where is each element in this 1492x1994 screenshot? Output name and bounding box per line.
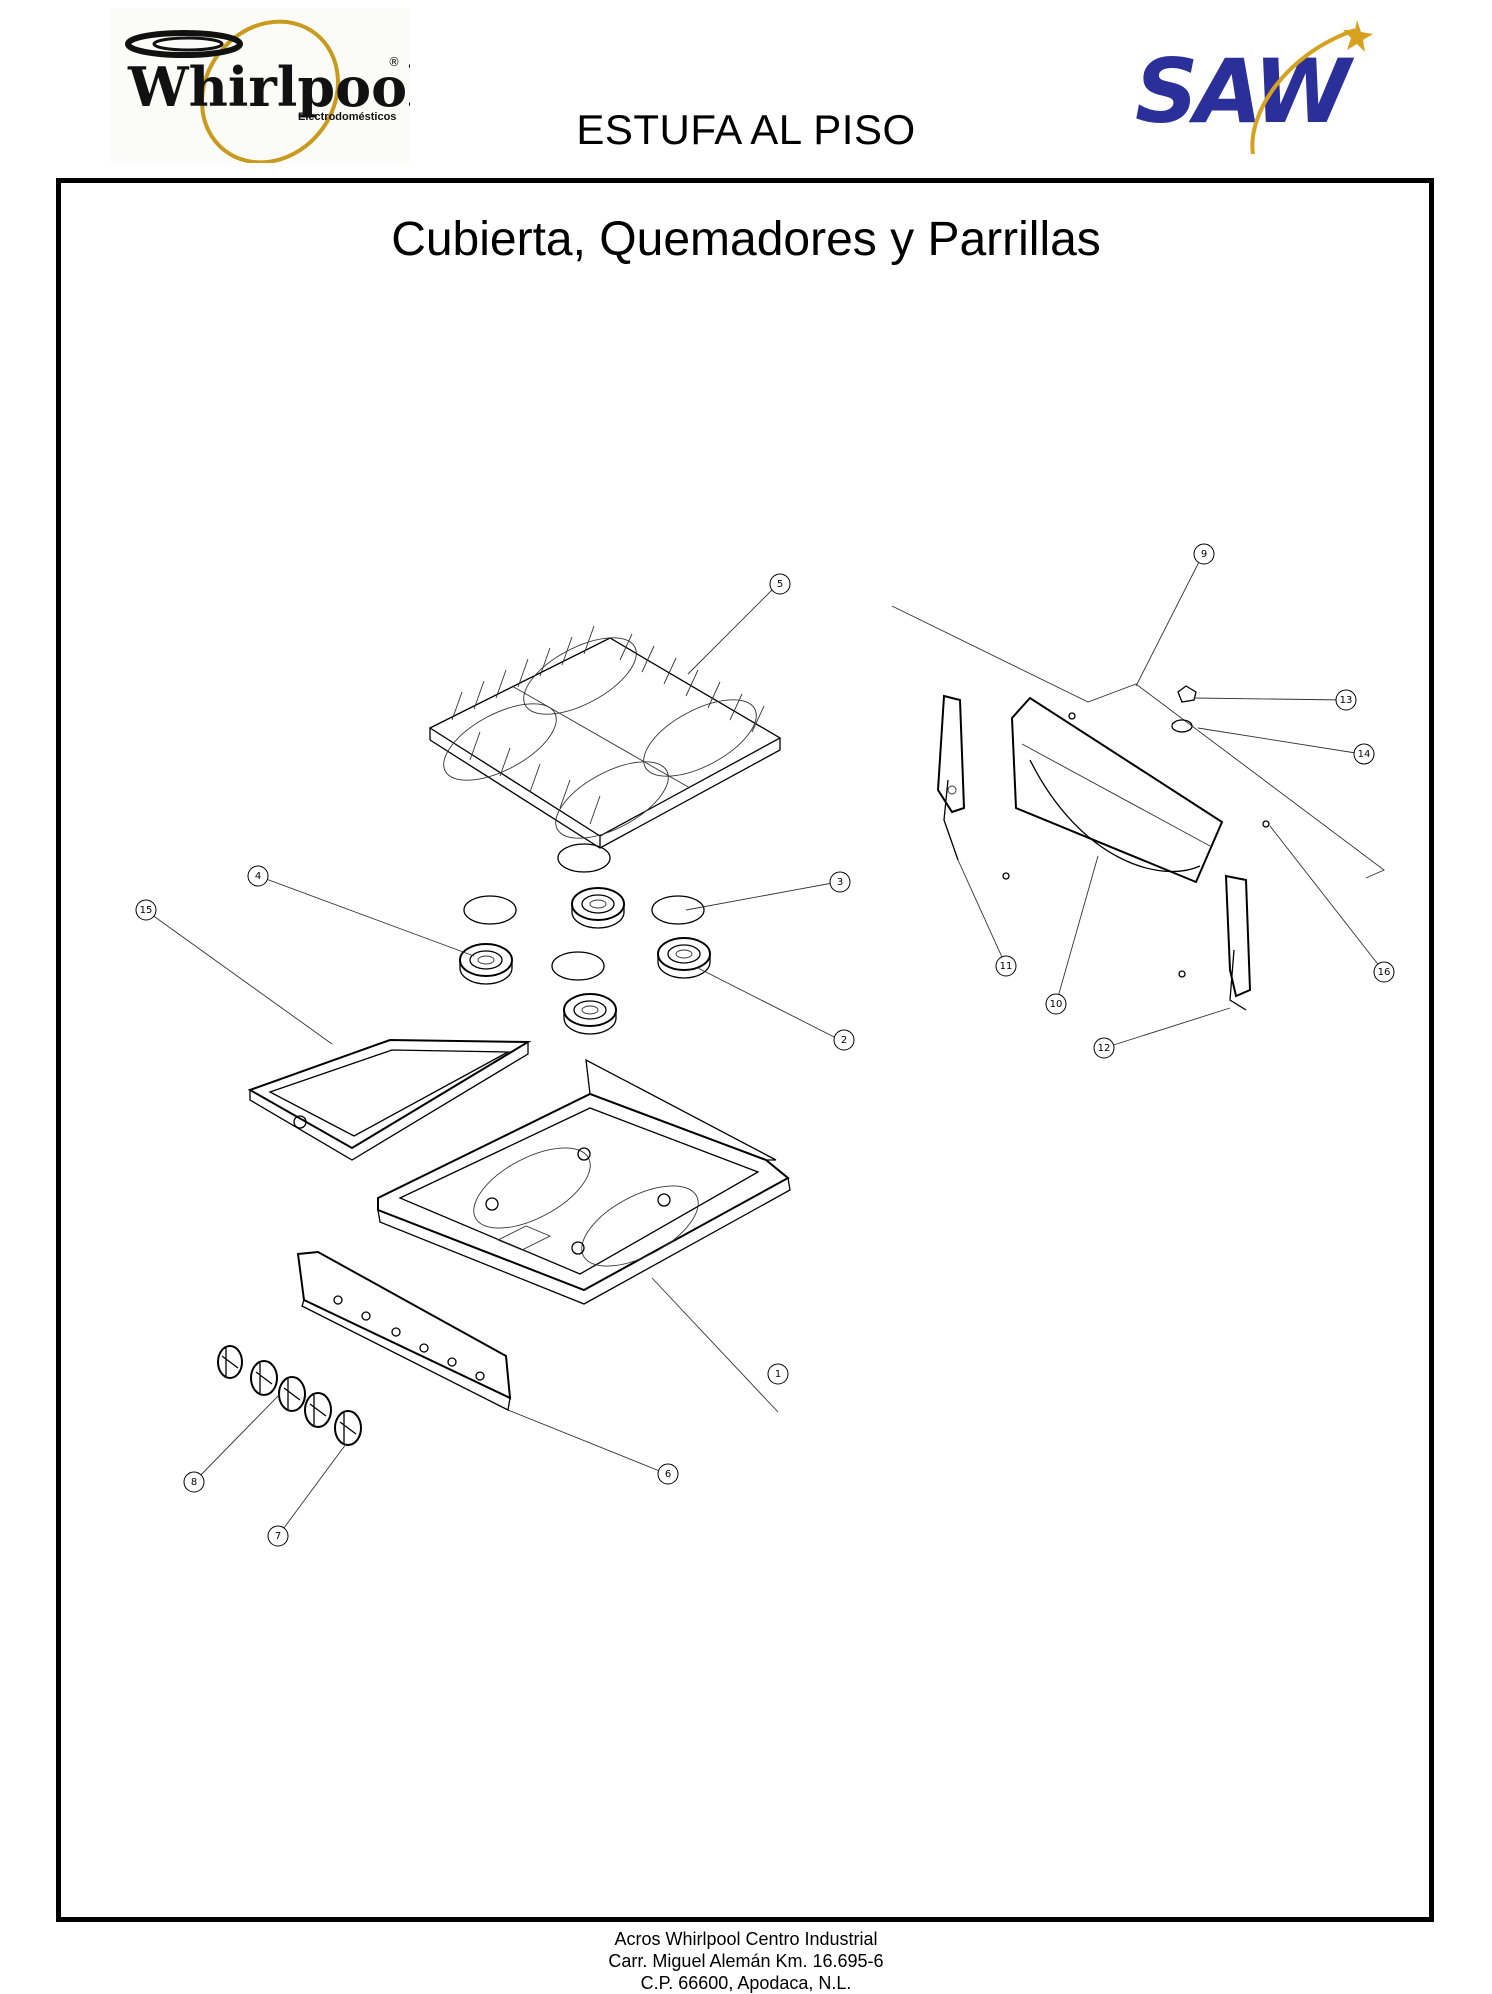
document-title: ESTUFA AL PISO <box>576 106 916 153</box>
callout-11: 11 <box>995 955 1017 977</box>
footer-line-2: Carr. Miguel Alemán Km. 16.695-6 <box>608 1951 884 1971</box>
whirlpool-logo: Whirlpool ® Electrodomésticos <box>110 8 410 163</box>
section-title: Cubierta, Quemadores y Parrillas <box>391 213 1101 266</box>
svg-text:13: 13 <box>1340 695 1353 706</box>
svg-text:6: 6 <box>665 1469 671 1480</box>
svg-text:9: 9 <box>1201 549 1207 560</box>
part-right-bracket <box>1224 874 1252 1011</box>
svg-text:11: 11 <box>1000 961 1013 972</box>
registered-mark: ® <box>388 55 400 69</box>
whirlpool-subtext: Electrodomésticos <box>298 111 396 123</box>
svg-text:2: 2 <box>841 1035 847 1046</box>
svg-text:10: 10 <box>1050 999 1063 1010</box>
part-small-hardware <box>1002 685 1270 978</box>
part-burner-caps <box>463 843 705 981</box>
part-burners <box>459 887 711 1035</box>
svg-text:5: 5 <box>777 579 783 590</box>
svg-text:8: 8 <box>191 1477 197 1488</box>
svg-text:12: 12 <box>1098 1043 1111 1054</box>
saw-logo: SAW <box>1135 20 1373 155</box>
callout-10: 10 <box>1045 993 1067 1015</box>
callout-1: 1 <box>767 1363 789 1385</box>
callout-7: 7 <box>267 1525 289 1547</box>
callout-15: 15 <box>135 899 157 921</box>
drawing-frame <box>56 178 1434 1922</box>
saw-wordmark: SAW <box>1135 40 1355 143</box>
svg-text:1: 1 <box>775 1369 781 1380</box>
callout-2: 2 <box>833 1029 855 1051</box>
callout-12: 12 <box>1093 1037 1115 1059</box>
callout-9: 9 <box>1193 543 1215 565</box>
callout-16: 16 <box>1373 961 1395 983</box>
part-control-panel <box>296 1250 512 1411</box>
callout-14: 14 <box>1353 743 1375 765</box>
callout-6: 6 <box>657 1463 679 1485</box>
part-cooktop <box>377 1058 791 1305</box>
svg-text:16: 16 <box>1378 967 1391 978</box>
svg-text:14: 14 <box>1358 749 1371 760</box>
leader-lines <box>147 555 1385 1537</box>
part-grates <box>428 625 782 849</box>
svg-text:15: 15 <box>140 905 153 916</box>
svg-text:7: 7 <box>275 1531 281 1542</box>
callout-5: 5 <box>769 573 791 595</box>
svg-text:4: 4 <box>255 871 261 882</box>
footer-address: Acros Whirlpool Centro Industrial Carr. … <box>0 1928 1492 1994</box>
whirlpool-wordmark: Whirlpool <box>127 55 410 119</box>
callout-4: 4 <box>247 865 269 887</box>
part-glass-lid <box>247 1038 532 1161</box>
svg-text:3: 3 <box>837 877 843 888</box>
footer-line-3: C.P. 66600, Apodaca, N.L. <box>640 1973 852 1993</box>
part-knobs <box>217 1345 362 1446</box>
footer-line-1: Acros Whirlpool Centro Industrial <box>614 1929 878 1949</box>
part-left-bracket <box>936 694 966 861</box>
callout-3: 3 <box>829 871 851 893</box>
callout-8: 8 <box>183 1471 205 1493</box>
part-backguard-assembly-outline <box>891 605 1385 879</box>
callout-13: 13 <box>1335 689 1357 711</box>
part-back-guard <box>1010 696 1224 884</box>
